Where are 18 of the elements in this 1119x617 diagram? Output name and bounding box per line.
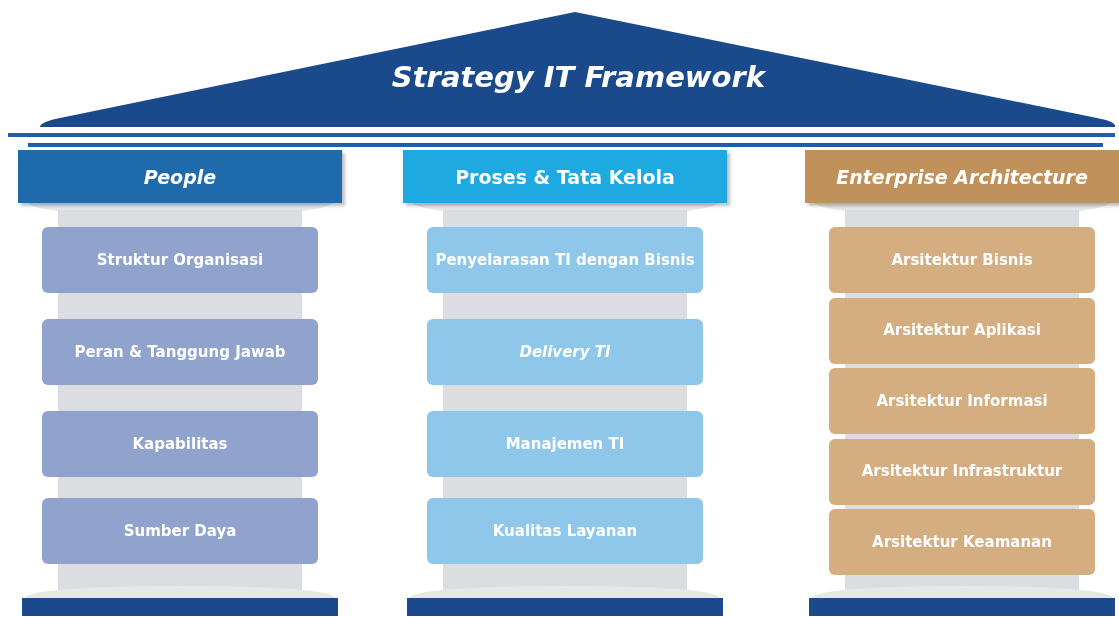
pillar-heading: Enterprise Architecture: [805, 150, 1119, 203]
component-box: Arsitektur Aplikasi: [829, 297, 1095, 364]
pillar-heading: People: [18, 150, 342, 203]
component-box: Arsitektur Bisnis: [829, 227, 1095, 293]
component-box: Kapabilitas: [42, 411, 318, 477]
component-box: Arsitektur Keamanan: [829, 509, 1095, 575]
pillar-heading: Proses & Tata Kelola: [403, 150, 727, 203]
framework-title: Strategy IT Framework: [390, 60, 767, 94]
component-box: Penyelarasan TI dengan Bisnis: [427, 227, 703, 293]
component-box: Arsitektur Informasi: [829, 368, 1095, 434]
component-box: Peran & Tanggung Jawab: [42, 319, 318, 385]
component-box: Delivery TI: [427, 319, 703, 385]
component-box: Sumber Daya: [42, 498, 318, 564]
component-box: Manajemen TI: [427, 411, 703, 477]
roof: [40, 10, 1117, 130]
component-box: Kualitas Layanan: [427, 498, 703, 564]
component-box: Struktur Organisasi: [42, 227, 318, 293]
component-box: Arsitektur Infrastruktur: [829, 438, 1095, 505]
